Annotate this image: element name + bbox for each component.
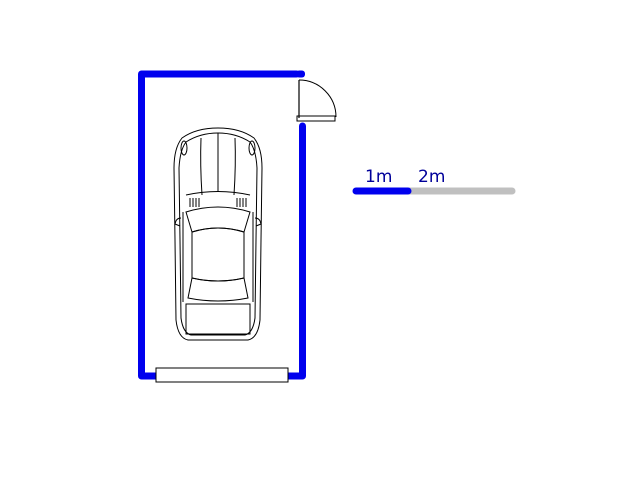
car-headlight-right bbox=[248, 140, 256, 156]
scale-label-1m: 1m bbox=[365, 167, 392, 187]
door-jamb bbox=[296, 115, 336, 122]
car-mirror-right bbox=[254, 217, 262, 227]
scale-label-2m: 2m bbox=[418, 167, 445, 187]
car-body-outline bbox=[173, 127, 263, 341]
car-hood-ridge-left bbox=[200, 137, 203, 196]
car-roof bbox=[191, 227, 245, 282]
car-headlight-left bbox=[180, 140, 188, 156]
door-swing-arc bbox=[298, 79, 337, 118]
car-hood-ridge-right bbox=[233, 137, 236, 196]
car-hood bbox=[185, 191, 251, 196]
car-grille-right bbox=[236, 198, 247, 207]
side-door bbox=[296, 79, 337, 122]
garage-door bbox=[155, 367, 289, 383]
car-mirror-left bbox=[174, 217, 182, 227]
car-grille-left bbox=[189, 198, 200, 207]
garage-wall bbox=[138, 70, 306, 380]
car-top-view bbox=[173, 127, 263, 341]
scale-bar: 1m 2m bbox=[352, 167, 516, 195]
car-trunk bbox=[185, 303, 251, 335]
wall-corner-cap bbox=[296, 70, 305, 78]
car-rear-window bbox=[187, 277, 249, 302]
